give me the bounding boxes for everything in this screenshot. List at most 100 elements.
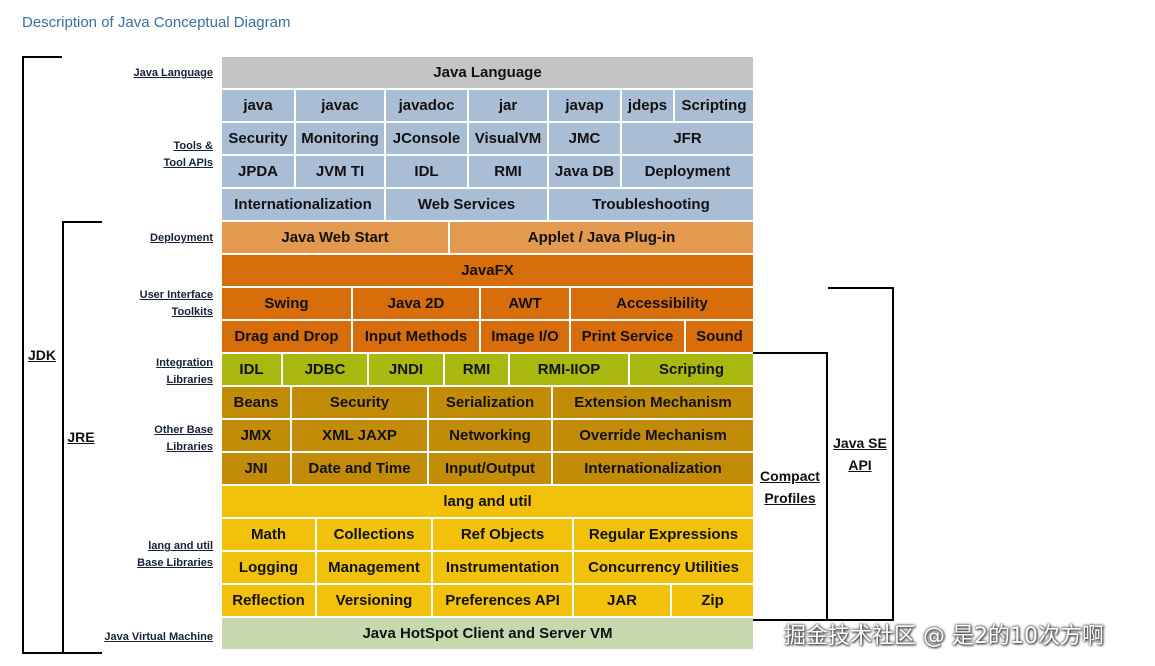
- jdk-bracket-top: [22, 56, 62, 58]
- cell-image-i-o: Image I/O: [481, 321, 569, 352]
- cell-preferences-api: Preferences API: [433, 585, 572, 616]
- row-label-line: Tool APIs: [163, 157, 214, 169]
- row-label-line: Integration: [156, 357, 213, 369]
- cell-versioning: Versioning: [317, 585, 431, 616]
- compact-profiles-bracket-bottom: [753, 619, 828, 621]
- cell-serialization: Serialization: [429, 387, 551, 418]
- cell-java-web-start: Java Web Start: [222, 222, 448, 253]
- jdk-label-line: JDK: [27, 347, 56, 363]
- jre-label-line: JRE: [67, 429, 95, 445]
- cell-security: Security: [222, 123, 294, 154]
- cell-input-output: Input/Output: [429, 453, 551, 484]
- cell-drag-and-drop: Drag and Drop: [222, 321, 351, 352]
- cell-date-and-time: Date and Time: [292, 453, 427, 484]
- row-label-line: Java Language: [133, 67, 213, 79]
- row-label-java-virtual-machine: Java Virtual Machine: [104, 629, 213, 646]
- cell-web-services: Web Services: [386, 189, 547, 220]
- cell-scripting: Scripting: [630, 354, 753, 385]
- cell-java: java: [222, 90, 294, 121]
- java-se-api-label-line: API: [848, 457, 872, 473]
- cell-jar: jar: [469, 90, 547, 121]
- jdk-bracket-side: [22, 56, 24, 654]
- cell-visualvm: VisualVM: [469, 123, 547, 154]
- cell-jdeps: jdeps: [622, 90, 673, 121]
- row-label-line: Libraries: [166, 374, 213, 386]
- cell-java-hotspot-client-and-server-vm: Java HotSpot Client and Server VM: [222, 618, 753, 649]
- jdk-label: JDK: [26, 344, 58, 366]
- cell-jni: JNI: [222, 453, 290, 484]
- cell-javadoc: javadoc: [386, 90, 467, 121]
- page-title: Description of Java Conceptual Diagram: [22, 14, 291, 31]
- java-se-api-label-line: Java SE: [833, 435, 887, 451]
- cell-extension-mechanism: Extension Mechanism: [553, 387, 753, 418]
- compact-profiles-label-line: Compact: [760, 468, 820, 484]
- cell-jndi: JNDI: [369, 354, 443, 385]
- row-label-line: Toolkits: [171, 306, 213, 318]
- cell-jpda: JPDA: [222, 156, 294, 187]
- cell-rmi-iiop: RMI-IIOP: [510, 354, 628, 385]
- cell-deployment: Deployment: [622, 156, 753, 187]
- java-se-api-label: Java SE API: [828, 432, 892, 476]
- cell-collections: Collections: [317, 519, 431, 550]
- cell-jfr: JFR: [622, 123, 753, 154]
- row-label-line: Java Virtual Machine: [104, 631, 213, 643]
- cell-print-service: Print Service: [571, 321, 684, 352]
- cell-idl: IDL: [222, 354, 281, 385]
- cell-accessibility: Accessibility: [571, 288, 753, 319]
- cell-internationalization: Internationalization: [222, 189, 384, 220]
- row-label-line: lang and util: [148, 540, 213, 552]
- cell-management: Management: [317, 552, 431, 583]
- cell-jmx: JMX: [222, 420, 290, 451]
- java-se-api-bracket-side: [892, 287, 894, 621]
- cell-zip: Zip: [672, 585, 753, 616]
- row-label-tools-tool-apis: Tools & Tool APIs: [164, 138, 214, 172]
- cell-idl: IDL: [386, 156, 467, 187]
- row-label-line: Base Libraries: [137, 557, 213, 569]
- cell-rmi: RMI: [469, 156, 547, 187]
- cell-security: Security: [292, 387, 427, 418]
- row-label-line: Libraries: [166, 441, 213, 453]
- row-label-line: Tools &: [173, 140, 213, 152]
- cell-reflection: Reflection: [222, 585, 315, 616]
- cell-applet-java-plug-in: Applet / Java Plug-in: [450, 222, 753, 253]
- row-label-line: Deployment: [150, 232, 213, 244]
- cell-awt: AWT: [481, 288, 569, 319]
- cell-rmi: RMI: [445, 354, 508, 385]
- cell-javap: javap: [549, 90, 620, 121]
- cell-java-language: Java Language: [222, 57, 753, 88]
- cell-jvm-ti: JVM TI: [296, 156, 384, 187]
- jre-bracket-side: [62, 221, 64, 654]
- row-label-line: Other Base: [154, 424, 213, 436]
- row-label-line: User Interface: [139, 289, 213, 301]
- cell-jconsole: JConsole: [386, 123, 467, 154]
- cell-scripting: Scripting: [675, 90, 753, 121]
- cell-troubleshooting: Troubleshooting: [549, 189, 753, 220]
- cell-math: Math: [222, 519, 315, 550]
- cell-internationalization: Internationalization: [553, 453, 753, 484]
- jre-bracket-top: [62, 221, 102, 223]
- cell-jdbc: JDBC: [283, 354, 367, 385]
- cell-java-db: Java DB: [549, 156, 620, 187]
- cell-lang-and-util: lang and util: [222, 486, 753, 517]
- cell-java-2d: Java 2D: [353, 288, 479, 319]
- cell-sound: Sound: [686, 321, 753, 352]
- cell-networking: Networking: [429, 420, 551, 451]
- cell-monitoring: Monitoring: [296, 123, 384, 154]
- cell-beans: Beans: [222, 387, 290, 418]
- cell-input-methods: Input Methods: [353, 321, 479, 352]
- cell-javac: javac: [296, 90, 384, 121]
- cell-logging: Logging: [222, 552, 315, 583]
- cell-jar: JAR: [574, 585, 670, 616]
- compact-profiles-label-line: Profiles: [764, 490, 816, 506]
- row-label-java-language: Java Language: [134, 65, 213, 82]
- java-se-api-bracket-bottom: [828, 619, 894, 621]
- row-label-deployment: Deployment: [150, 230, 213, 247]
- compact-profiles-bracket-side: [826, 352, 828, 621]
- watermark: 掘金技术社区 @ 是2的10次方啊: [784, 624, 1104, 649]
- cell-jmc: JMC: [549, 123, 620, 154]
